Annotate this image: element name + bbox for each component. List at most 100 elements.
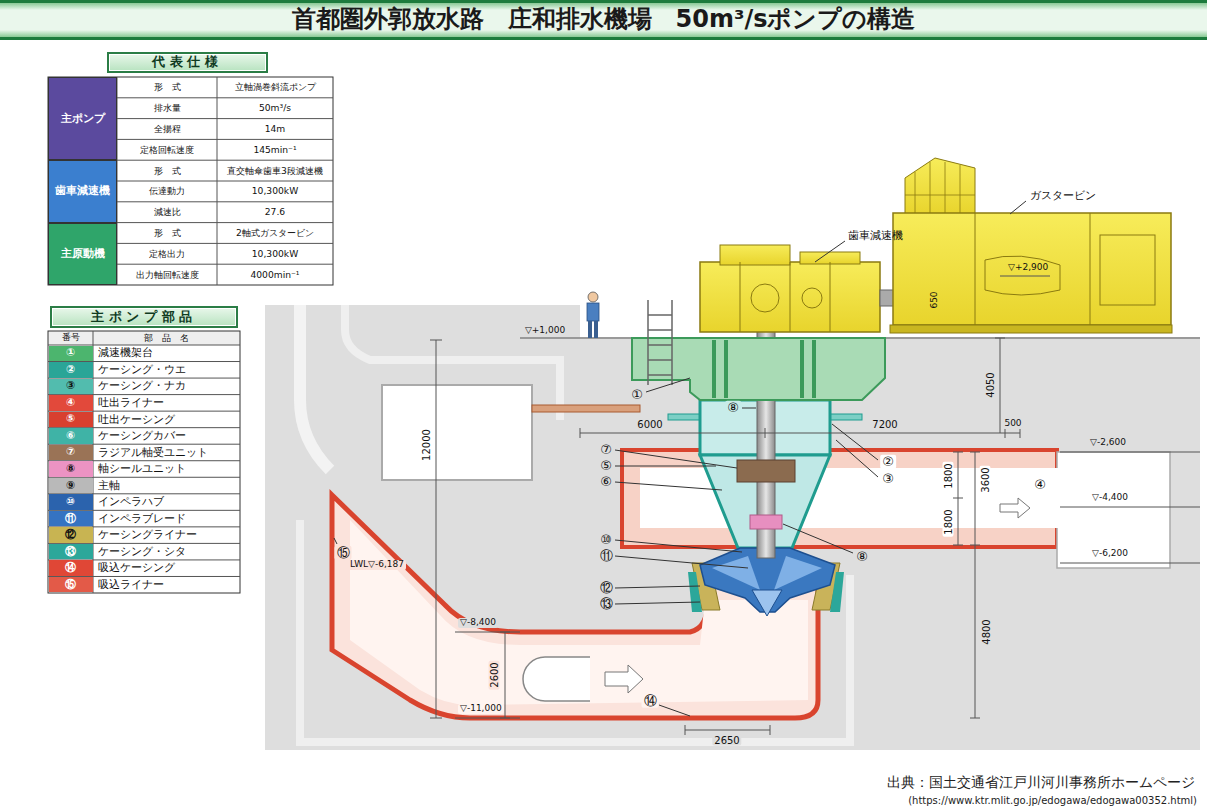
drawing-label: ▽-11,000 (458, 704, 504, 714)
part-name: ケーシング・シタ (93, 543, 240, 560)
drawing-label: 歯車減速機 (848, 230, 903, 242)
table-cell: 145min⁻¹ (217, 139, 333, 160)
callout-number: ② (880, 455, 896, 469)
node-label: 主ポンプ (61, 113, 105, 125)
callout-number: ⑧ (725, 401, 741, 415)
part-number: ⑩ (48, 494, 93, 511)
node-label: 主原動機 (61, 248, 105, 260)
category-cell: 主ポンプ (48, 77, 117, 160)
part-number: ⑮ (48, 576, 93, 593)
callout-number: ① (631, 388, 643, 402)
callout-number: ⑫ (600, 581, 613, 595)
dimension: 1800 (943, 461, 954, 490)
callout-number: ⑭ (642, 694, 659, 708)
part-name: 吐出ケーシング (93, 411, 240, 428)
part-number: ⑨ (48, 477, 93, 494)
source-url: (https://www.ktr.mlit.go.jp/edogawa/edog… (908, 795, 1197, 806)
callout-number: ⑪ (600, 549, 613, 563)
dimension: 650 (930, 291, 940, 308)
drawing-label: ▽-4,400 (1090, 493, 1130, 503)
part-name: 軸シールユニット (93, 461, 240, 478)
table-cell: 排水量 (117, 98, 217, 119)
node-label: 歯車減速機 (55, 185, 110, 197)
part-name: ラジアル軸受ユニット (93, 444, 240, 461)
category-cell: 歯車減速機 (48, 160, 117, 222)
callout-number: ⑮ (335, 546, 352, 560)
part-number: ⑥ (48, 428, 93, 445)
callout-number: ④ (1032, 478, 1048, 492)
table-cell: 定格出力 (117, 243, 217, 264)
table-cell: 出力軸回転速度 (117, 264, 217, 285)
part-name: 吸込ライナー (93, 576, 240, 593)
part-number: ⑧ (48, 461, 93, 478)
category-cell: 主原動機 (48, 223, 117, 285)
part-name: ケーシング・ナカ (93, 378, 240, 395)
table-cell: 全揚程 (117, 119, 217, 140)
dimension: 2600 (489, 660, 500, 689)
table-cell: 10,300kW (217, 243, 333, 264)
section-heading: 代表仕様 (107, 52, 268, 73)
callout-number: ③ (880, 472, 896, 486)
part-name: ケーシングライナー (93, 527, 240, 544)
part-name: ケーシング・ウエ (93, 362, 240, 379)
callout-number: ⑤ (600, 459, 612, 473)
drawing-label: ▽-8,400 (458, 618, 498, 628)
part-name: 吸込ケーシング (93, 560, 240, 577)
drawing-label: ▽+2,900 (1008, 263, 1048, 273)
page-title: 首都圏外郭放水路 庄和排水機場 50m³/sポンプの構造 (0, 6, 1207, 32)
dimension: 4800 (981, 617, 992, 646)
part-name: ケーシングカバー (93, 428, 240, 445)
drawing-label: ▽-6,200 (1090, 549, 1130, 559)
table-cell: 伝達動力 (117, 181, 217, 202)
dimension: 7200 (870, 419, 899, 430)
drawing-label: ガスタービン (1030, 190, 1096, 202)
drawing-label: LWL▽-6,187 (348, 560, 406, 570)
table-cell: 立軸渦巻斜流ポンプ (217, 77, 333, 98)
table-cell: 定格回転速度 (117, 139, 217, 160)
node-label: 主ポンプ部品 (91, 310, 196, 324)
table-cell: 4000min⁻¹ (217, 264, 333, 285)
dimension: 500 (1002, 419, 1023, 429)
part-name: 主軸 (93, 477, 240, 494)
table-cell: 14m (217, 119, 333, 140)
drawing-label: ▽+1,000 (525, 326, 565, 336)
part-name: 吐出ライナー (93, 395, 240, 412)
callout-number: ⑬ (600, 597, 613, 611)
part-number: ③ (48, 378, 93, 395)
part-name: インペラブレード (93, 510, 240, 527)
table-header: 部 品 名 (93, 331, 240, 345)
table-cell: 直交軸傘歯車3段減速機 (217, 160, 333, 181)
part-number: ⑫ (48, 527, 93, 544)
table-cell: 形 式 (117, 160, 217, 181)
dimension: 1800 (943, 507, 954, 536)
part-number: ⑦ (48, 444, 93, 461)
table-cell: 27.6 (217, 202, 333, 223)
part-name: 減速機架台 (93, 345, 240, 362)
table-cell: 形 式 (117, 77, 217, 98)
part-number: ④ (48, 395, 93, 412)
node-label: 代表仕様 (152, 55, 222, 69)
dimension: 2650 (712, 735, 741, 746)
table-cell: 10,300kW (217, 181, 333, 202)
callout-number: ⑦ (600, 443, 612, 457)
callout-number: ⑧ (854, 550, 870, 564)
section-heading: 主ポンプ部品 (50, 306, 238, 328)
dimension: 12000 (421, 427, 432, 463)
part-name: インペラハブ (93, 494, 240, 511)
table-cell: 減速比 (117, 202, 217, 223)
dimension: 4050 (985, 370, 996, 399)
table-cell: 50m³/s (217, 98, 333, 119)
part-number: ⑪ (48, 510, 93, 527)
part-number: ⑭ (48, 560, 93, 577)
part-number: ⑤ (48, 411, 93, 428)
drawing-label: ▽-2,600 (1088, 438, 1128, 448)
callout-number: ⑩ (600, 533, 612, 547)
dimension: 6000 (635, 419, 664, 430)
table-cell: 2軸式ガスタービン (217, 223, 333, 244)
dimension: 3600 (980, 465, 991, 494)
part-number: ⑬ (48, 543, 93, 560)
callout-number: ⑥ (600, 475, 612, 489)
table-header: 番号 (48, 331, 93, 345)
